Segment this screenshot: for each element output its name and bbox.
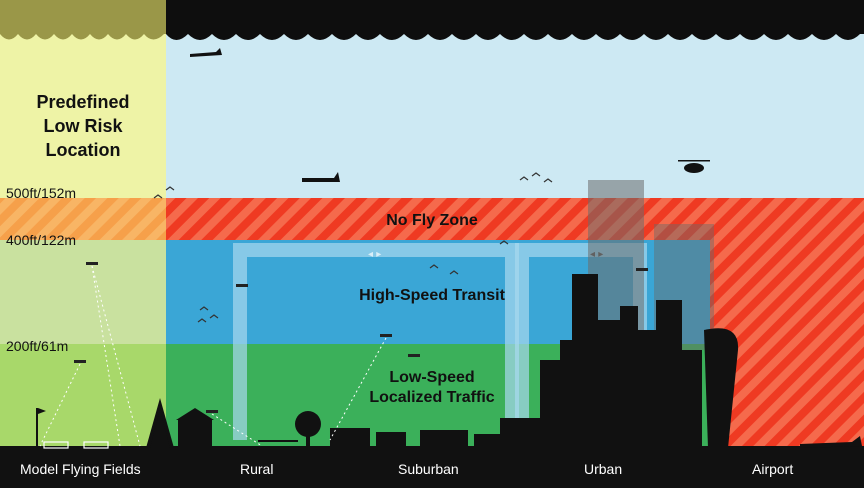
drones-and-birds — [74, 262, 648, 413]
altitude-500-label: 500ft/152m — [6, 185, 77, 201]
category-rural: Rural — [240, 461, 274, 477]
low-risk-top-strip — [0, 0, 166, 34]
category-airport: Airport — [752, 461, 794, 477]
airplane-icon — [190, 48, 222, 57]
corridor-left — [233, 243, 519, 440]
drone-icon — [86, 262, 98, 265]
drone-icon-7 — [636, 268, 648, 271]
drone-icon-3 — [380, 334, 392, 337]
altitude-200-label: 200ft/61m — [6, 338, 69, 354]
drone-icon-6 — [236, 284, 248, 287]
sky-aircraft — [190, 48, 710, 182]
landing-pads — [43, 441, 109, 449]
drone-icon-2 — [74, 360, 86, 363]
cloud-edge-right — [166, 30, 864, 40]
drone-icon-4 — [408, 354, 420, 357]
small-plane-icon — [302, 172, 340, 182]
tether-lines — [39, 265, 387, 447]
arrow-left-right-icon: ◂ ▸ — [368, 249, 381, 260]
cloud-edge-left — [0, 30, 166, 40]
high-speed-transit-label: High-Speed Transit — [359, 287, 505, 304]
no-fly-zone-label: No Fly Zone — [386, 212, 478, 229]
altitude-400-label: 400ft/122m — [6, 232, 77, 248]
low-risk-mid-band — [0, 240, 166, 344]
helicopter-icon — [684, 163, 704, 173]
ground-silhouettes — [0, 274, 864, 488]
birds-group — [153, 172, 553, 323]
category-suburban: Suburban — [398, 461, 459, 477]
low-risk-location-label: Predefined Low Risk Location — [36, 92, 130, 160]
low-risk-orange-band — [0, 198, 166, 240]
rotor-icon — [678, 160, 710, 162]
category-urban: Urban — [584, 461, 623, 477]
ground-strip — [0, 446, 864, 488]
low-risk-upper — [0, 34, 166, 198]
drone-icon-5 — [206, 410, 218, 413]
sky-region — [166, 30, 864, 198]
category-model-flying-fields: Model Flying Fields — [20, 461, 141, 477]
low-speed-label: Low-Speed Localized Traffic — [369, 369, 495, 406]
